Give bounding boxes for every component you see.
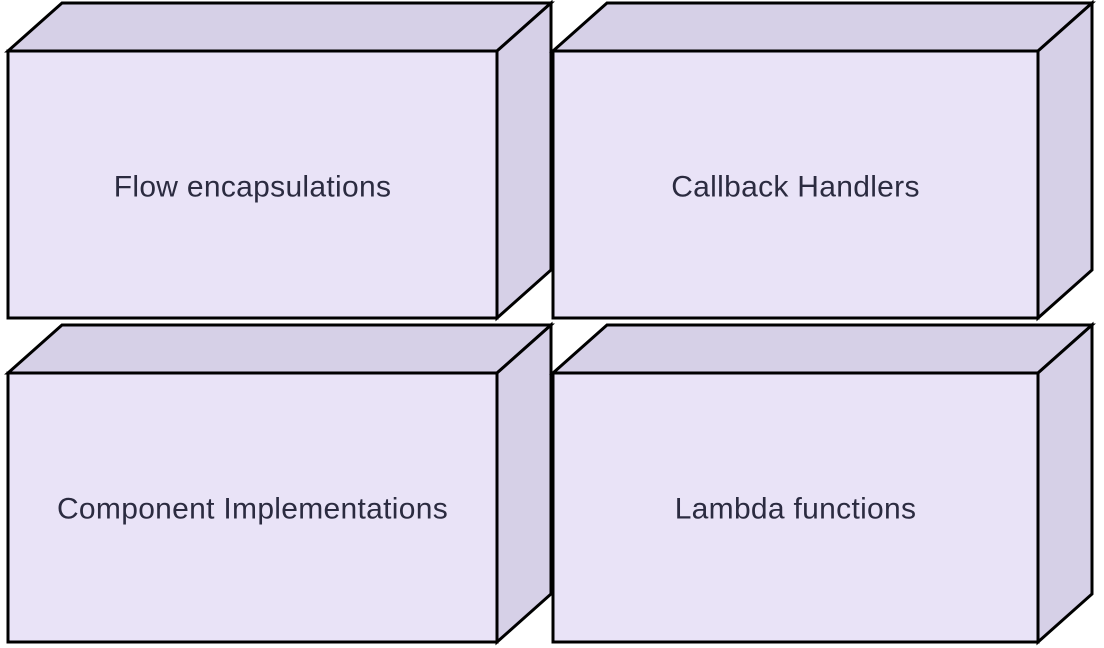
box-label: Component Implementations xyxy=(57,493,448,526)
box-label: Callback Handlers xyxy=(671,171,920,204)
box-right-face xyxy=(495,0,553,322)
node-lambda-functions: Lambda functions xyxy=(549,321,1096,646)
box-right-face xyxy=(1036,321,1094,646)
box-right-face xyxy=(495,321,553,646)
box-top-face xyxy=(4,1,555,53)
box-label: Flow encapsulations xyxy=(114,171,392,204)
box-top-face xyxy=(549,1,1096,53)
box-front-face xyxy=(551,371,1040,644)
box-right-face xyxy=(1036,0,1094,322)
node-callback-handlers: Callback Handlers xyxy=(549,0,1096,322)
box-top-face xyxy=(549,323,1096,375)
box-front-face xyxy=(551,49,1040,320)
node-component-implementations: Component Implementations xyxy=(4,321,555,646)
box-front-face xyxy=(6,371,499,644)
box-top-face xyxy=(4,323,555,375)
node-flow-encapsulations: Flow encapsulations xyxy=(4,0,555,322)
box-front-face xyxy=(6,49,499,320)
box-label: Lambda functions xyxy=(675,493,917,526)
